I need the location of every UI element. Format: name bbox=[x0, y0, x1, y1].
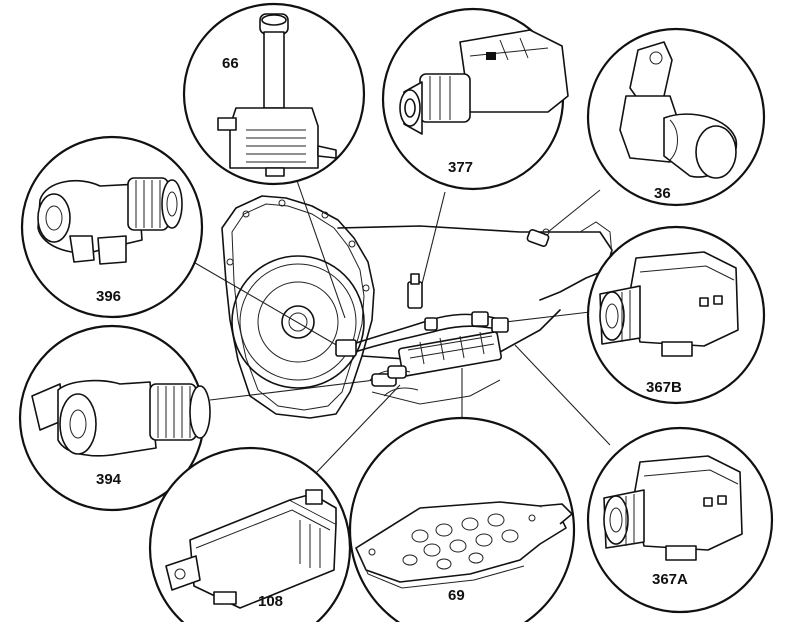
solenoid-367A-drawing bbox=[603, 455, 743, 561]
solenoid-377-drawing bbox=[399, 29, 569, 135]
detail-circle-108: 108 bbox=[148, 446, 352, 622]
detail-circle-66: 66 bbox=[182, 2, 366, 186]
detail-circle-394: 394 bbox=[18, 324, 211, 512]
connector-108-drawing bbox=[165, 489, 337, 609]
valve-plate-69-drawing bbox=[355, 501, 573, 589]
callout-394: 394 bbox=[96, 471, 122, 488]
callout-367A: 367A bbox=[652, 571, 688, 588]
solenoid-66-drawing bbox=[217, 13, 337, 177]
callout-69: 69 bbox=[448, 587, 465, 604]
detail-circle-377: 377 bbox=[381, 7, 569, 191]
detail-circle-367A: 367A bbox=[586, 426, 774, 614]
leader-lines bbox=[189, 174, 611, 496]
callout-66: 66 bbox=[222, 55, 239, 72]
callout-36: 36 bbox=[654, 185, 671, 202]
solenoid-396-drawing bbox=[37, 177, 183, 265]
callout-367B: 367B bbox=[646, 379, 682, 396]
speed-sensor-36-drawing bbox=[619, 41, 737, 179]
solenoid-394-drawing bbox=[31, 379, 211, 457]
callout-396: 396 bbox=[96, 288, 121, 305]
detail-circle-396: 396 bbox=[20, 135, 204, 319]
callout-377: 377 bbox=[448, 159, 473, 176]
detail-circle-36: 36 bbox=[586, 27, 766, 207]
detail-circle-69: 69 bbox=[348, 416, 576, 622]
detail-circle-367B: 367B bbox=[586, 225, 766, 405]
callout-108: 108 bbox=[258, 593, 283, 610]
solenoid-367B-drawing bbox=[599, 251, 739, 357]
transmission-housing bbox=[221, 195, 613, 419]
